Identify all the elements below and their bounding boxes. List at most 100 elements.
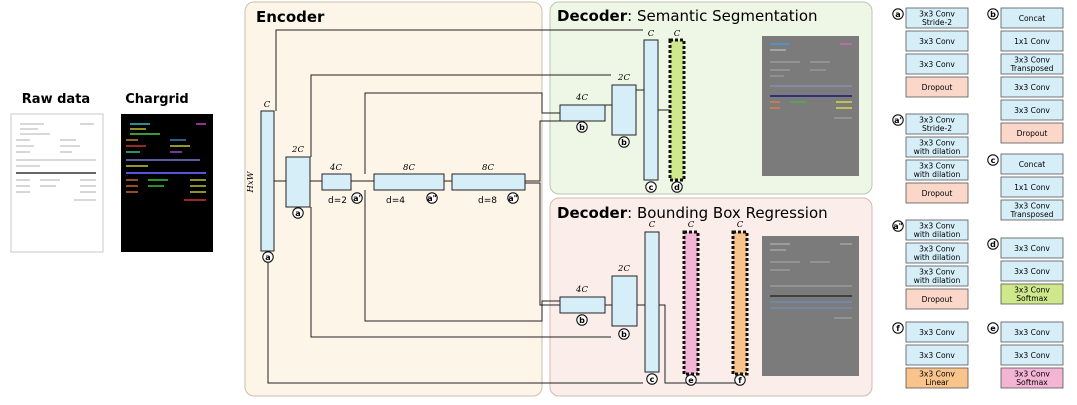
legend-line: 3x3 Conv bbox=[1014, 351, 1050, 360]
legend-line: 1x1 Conv bbox=[1014, 183, 1050, 192]
legend-block-label-b-5: Dropout bbox=[1017, 129, 1048, 138]
marker-enc-8c-a-letter: a" bbox=[427, 194, 437, 203]
marker-box-2c-letter: b bbox=[621, 330, 627, 339]
legend-line: Dropout bbox=[922, 295, 953, 304]
legend-line: 3x3 Conv bbox=[919, 328, 955, 337]
marker-seg-out-letter: d bbox=[674, 183, 680, 192]
box-dim-2c: 2C bbox=[617, 264, 630, 274]
legend-line: with dilation bbox=[914, 170, 961, 179]
marker-box-c-letter: c bbox=[650, 375, 655, 384]
legend-block-label-a-0: 3x3 ConvStride-2 bbox=[919, 10, 955, 27]
legend-block-label-c-1: 1x1 Conv bbox=[1014, 183, 1050, 192]
legend-marker-letter: a' bbox=[894, 116, 902, 125]
legend-block-label-b-3: 3x3 Conv bbox=[1014, 83, 1050, 92]
legend-marker-letter: c bbox=[991, 156, 996, 165]
box-dim-c: C bbox=[649, 220, 656, 230]
legend-block-label-f-1: 3x3 Conv bbox=[919, 351, 955, 360]
legend-block-label-a1-3: Dropout bbox=[922, 189, 953, 198]
dim-hxw: HxW bbox=[246, 170, 256, 193]
marker-seg-c: c bbox=[646, 182, 656, 192]
legend-line: 3x3 Conv bbox=[1014, 267, 1050, 276]
legend-marker-a: a bbox=[893, 9, 903, 19]
legend-marker-letter: d bbox=[990, 240, 996, 249]
decoder-box-title-rest: : Bounding Box Regression bbox=[627, 204, 828, 222]
seg-dim-4c: 4C bbox=[575, 93, 588, 103]
seg-output-block bbox=[670, 40, 684, 180]
legend-line: Softmax bbox=[1016, 378, 1048, 387]
marker-box-4c: b bbox=[577, 315, 587, 325]
seg-output-image bbox=[762, 36, 859, 176]
box-block-c bbox=[645, 232, 659, 372]
dim-4c: 4C bbox=[329, 163, 342, 173]
marker-seg-4c-letter: b bbox=[579, 123, 585, 132]
legend-block-label-b-4: 3x3 Conv bbox=[1014, 106, 1050, 115]
legend-line: Stride-2 bbox=[922, 124, 952, 133]
legend-marker-d: d bbox=[988, 239, 998, 249]
legend-marker-letter: a" bbox=[893, 222, 903, 231]
box-output-image bbox=[762, 236, 859, 376]
decoder-box-title-bold: Decoder bbox=[557, 204, 628, 222]
legend-block-label-b-0: Concat bbox=[1019, 14, 1046, 23]
marker-seg-out: d bbox=[672, 182, 682, 192]
marker-box-out-2-letter: f bbox=[738, 376, 742, 385]
marker-box-out-1-letter: e bbox=[688, 376, 694, 385]
box-output-thumbnail bbox=[762, 236, 859, 376]
legend-block-label-d-2: 3x3 ConvSoftmax bbox=[1014, 286, 1050, 303]
seg-dim-c: C bbox=[648, 29, 655, 39]
dilation-8: d=8 bbox=[478, 196, 497, 206]
dilation-2: d=2 bbox=[328, 196, 347, 206]
legend-group-a: a3x3 ConvStride-23x3 Conv3x3 ConvDropout bbox=[893, 8, 968, 97]
enc-block-8c-a bbox=[374, 174, 444, 190]
legend-line: with dilation bbox=[914, 147, 961, 156]
marker-seg-2c: b bbox=[619, 137, 629, 147]
legend-block-label-d-1: 3x3 Conv bbox=[1014, 267, 1050, 276]
legend-line: Dropout bbox=[922, 189, 953, 198]
seg-dim-2c: 2C bbox=[617, 73, 630, 83]
dim-8c-a: 8C bbox=[403, 163, 415, 173]
marker-box-out-1: e bbox=[686, 375, 696, 385]
raw-data-thumbnail bbox=[11, 114, 103, 252]
seg-block-2c bbox=[612, 85, 636, 135]
chargrid-panel: Chargrid bbox=[121, 92, 213, 252]
legend-group-a2: a" 3x3 Convwith dilation 3x3 Convwith dila… bbox=[893, 220, 968, 309]
box-block-2c bbox=[612, 276, 637, 326]
marker-enc-4c: a' bbox=[352, 193, 362, 203]
enc-block-c bbox=[261, 111, 274, 251]
legend-line: Concat bbox=[1019, 160, 1046, 169]
box-dim-4c: 4C bbox=[575, 285, 588, 295]
marker-enc-2c: a bbox=[293, 208, 303, 218]
marker-box-c: c bbox=[647, 374, 657, 384]
legend-line: Dropout bbox=[922, 83, 953, 92]
legend-line: 1x1 Conv bbox=[1014, 37, 1050, 46]
legend-block-label-a2-0: 3x3 Convwith dilation bbox=[914, 222, 961, 239]
marker-box-4c-letter: b bbox=[579, 316, 585, 325]
box-block-4c bbox=[560, 297, 605, 313]
enc-block-4c bbox=[322, 174, 351, 190]
legend-marker-letter: a bbox=[895, 10, 900, 19]
box-dim-cout-2: C bbox=[737, 220, 744, 230]
legend-line: with dilation bbox=[914, 276, 961, 285]
legend-block-label-a2-2: 3x3 Convwith dilation bbox=[914, 268, 961, 285]
legend-block-label-a-3: Dropout bbox=[922, 83, 953, 92]
marker-enc-c: a bbox=[263, 252, 273, 262]
legend-line: Stride-2 bbox=[922, 18, 952, 27]
legend-group-b: bConcat1x1 Conv3x3 ConvTransposed3x3 Con… bbox=[988, 8, 1063, 143]
dim-2c: 2C bbox=[291, 145, 304, 155]
legend-block-label-a1-1: 3x3 Convwith dilation bbox=[914, 139, 961, 156]
legend-group-c: c Concat 1x1 Conv 3x3 ConvTransposed bbox=[988, 154, 1063, 220]
encoder-title: Encoder bbox=[256, 8, 325, 26]
legend-block-label-d-0: 3x3 Conv bbox=[1014, 244, 1050, 253]
legend-line: 3x3 Conv bbox=[1014, 328, 1050, 337]
legend-block-label-e-0: 3x3 Conv bbox=[1014, 328, 1050, 337]
raw-data-panel: Raw data bbox=[11, 92, 103, 252]
legend-block-label-c-2: 3x3 ConvTransposed bbox=[1010, 202, 1054, 219]
dim-c: C bbox=[264, 100, 271, 110]
legend-line: Transposed bbox=[1010, 210, 1054, 219]
box-output-orange bbox=[733, 232, 747, 374]
legend-block-label-a2-3: Dropout bbox=[922, 295, 953, 304]
legend-line: Concat bbox=[1019, 14, 1046, 23]
raw-data-label: Raw data bbox=[22, 92, 90, 107]
legend-block-label-b-1: 1x1 Conv bbox=[1014, 37, 1050, 46]
marker-box-2c: b bbox=[619, 329, 629, 339]
